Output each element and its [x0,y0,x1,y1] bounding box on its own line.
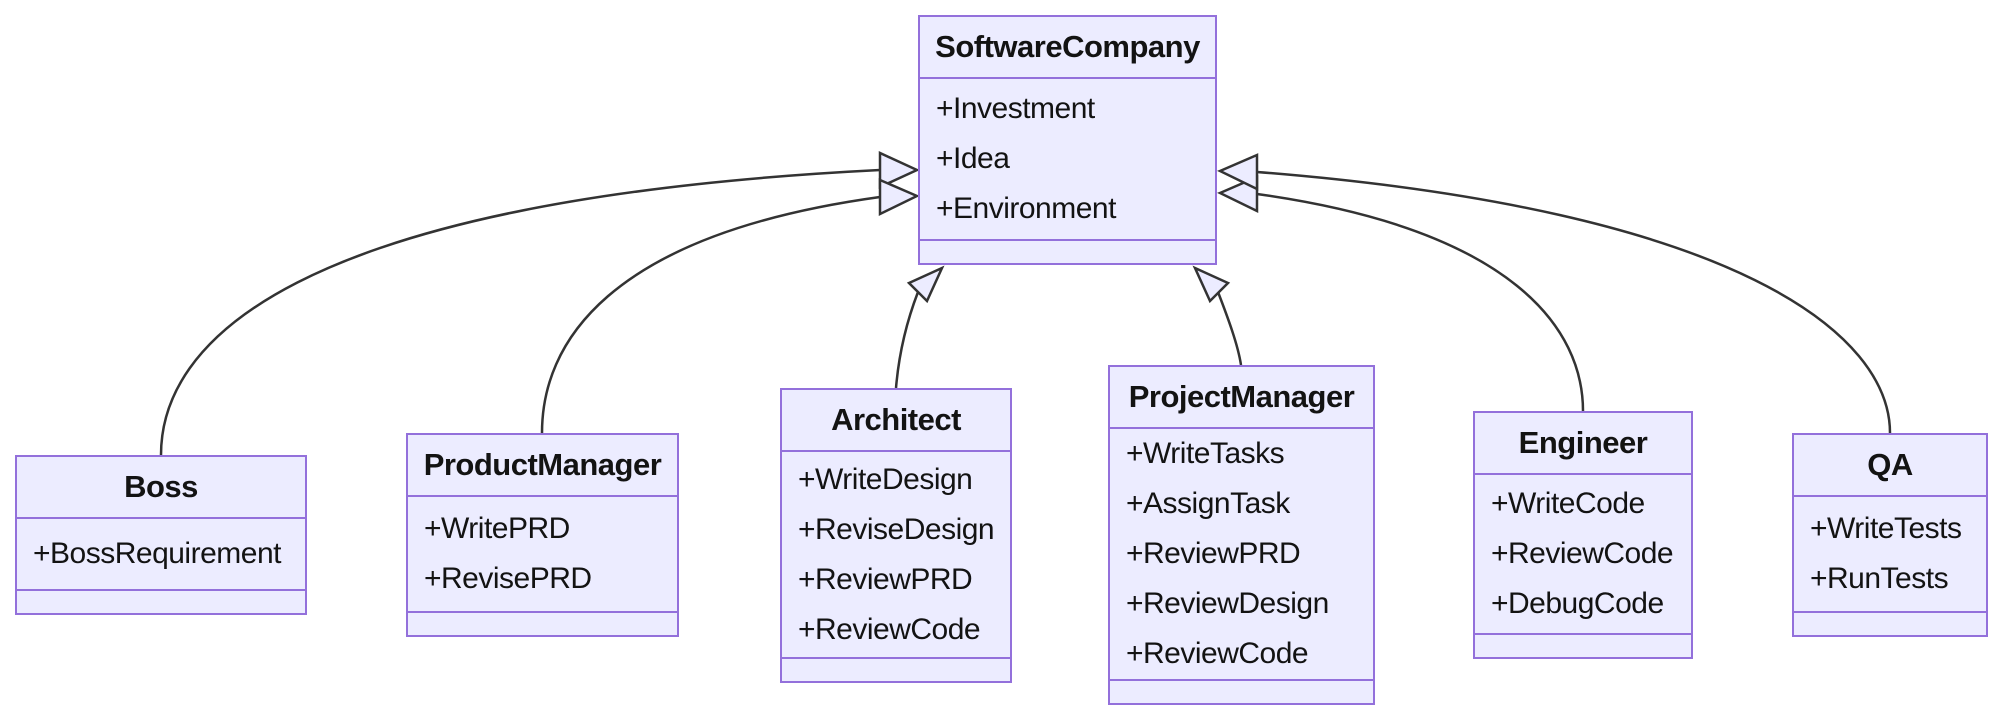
class-methods-empty [1475,633,1691,657]
attribute: +AssignTask [1126,487,1290,520]
attribute: +WritePRD [424,512,570,545]
class-name: QA [1794,435,1986,497]
attribute: +DebugCode [1491,587,1664,620]
edge-boss-softwarecompany [159,168,881,456]
attribute: +RunTests [1810,562,1949,595]
class-methods-empty [1794,611,1986,635]
class-methods-empty [17,589,305,613]
attribute: +ReviewCode [798,612,981,646]
class-attributes: +WriteCode +ReviewCode +DebugCode [1475,475,1691,633]
edge-qa-softwarecompany [1256,170,1892,434]
class-name: ProjectManager [1110,367,1373,429]
attribute: +WriteCode [1491,487,1645,520]
attribute: +ReviseDesign [798,512,995,546]
edge-architect-softwarecompany [894,291,920,389]
inheritance-arrowhead-architect [906,265,945,304]
class-attributes: +WriteTasks +AssignTask +ReviewPRD +Revi… [1110,429,1373,679]
class-node-qa: QA +WriteTests +RunTests [1792,433,1988,637]
attribute: +ReviewCode [1491,537,1674,570]
inheritance-arrowhead-projectmanager [1192,265,1231,304]
attribute: +ReviewDesign [1126,587,1329,620]
class-methods-empty [782,657,1010,681]
edge-productmanager-softwarecompany [540,195,881,434]
class-attributes: +WritePRD +RevisePRD [408,497,677,611]
class-attributes: +WriteDesign +ReviseDesign +ReviewPRD +R… [782,452,1010,657]
class-name: SoftwareCompany [920,17,1215,79]
class-name: ProductManager [408,435,677,497]
attribute: +ReviewPRD [1126,537,1301,570]
class-attributes: +WriteTests +RunTests [1794,497,1986,611]
attribute: +RevisePRD [424,562,592,595]
inheritance-arrowhead-boss [878,151,920,189]
class-node-architect: Architect +WriteDesign +ReviseDesign +Re… [780,388,1012,683]
inheritance-arrowhead-productmanager [878,178,920,216]
attribute: +WriteDesign [798,462,973,496]
class-node-engineer: Engineer +WriteCode +ReviewCode +DebugCo… [1473,411,1693,659]
attribute: +WriteTasks [1126,437,1285,470]
attribute: +ReviewCode [1126,637,1309,670]
class-name: Boss [17,457,305,519]
class-node-productmanager: ProductManager +WritePRD +RevisePRD [406,433,679,637]
class-node-projectmanager: ProjectManager +WriteTasks +AssignTask +… [1108,365,1375,705]
class-attributes: +BossRequirement [17,519,305,589]
class-methods-empty [1110,679,1373,703]
attribute: +Environment [936,192,1116,225]
attribute: +BossRequirement [33,537,281,570]
inheritance-arrowhead-qa [1217,153,1259,191]
attribute: +Idea [936,142,1010,175]
attribute: +WriteTests [1810,512,1962,545]
class-node-boss: Boss +BossRequirement [15,455,307,615]
attribute: +ReviewPRD [798,562,973,596]
class-methods-empty [408,611,677,635]
class-name: Engineer [1475,413,1691,475]
class-node-softwarecompany: SoftwareCompany +Investment +Idea +Envir… [918,15,1217,265]
class-attributes: +Investment +Idea +Environment [920,79,1215,239]
edge-engineer-softwarecompany [1256,192,1585,412]
class-methods-empty [920,239,1215,263]
attribute: +Investment [936,92,1095,125]
edge-projectmanager-softwarecompany [1216,291,1243,366]
class-name: Architect [782,390,1010,452]
